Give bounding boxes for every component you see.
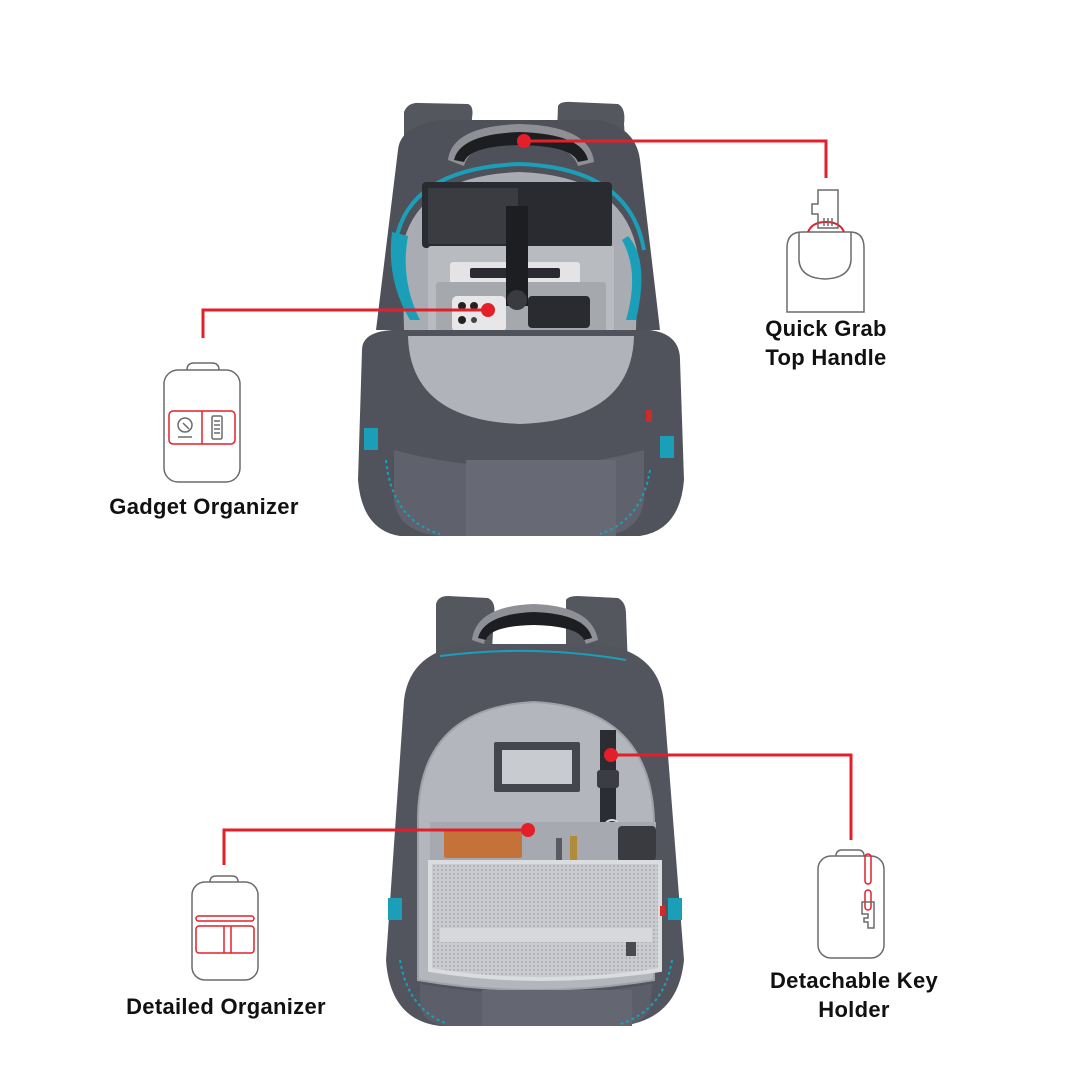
backpack-organizer-pockets-icon [191, 875, 259, 981]
feature-label-detachable-key-holder: Detachable Key Holder [734, 966, 974, 1024]
callout-dot-key-holder [604, 748, 618, 762]
callout-dot-top-handle [517, 134, 531, 148]
label-line: Holder [818, 997, 890, 1022]
label-line: Top Handle [765, 345, 887, 370]
feature-label-gadget-organizer: Gadget Organizer [64, 492, 344, 521]
callout-gadget-organizer [201, 303, 495, 338]
top-handle [448, 124, 594, 166]
backpack-key-holder-icon [817, 849, 885, 959]
feature-label-detailed-organizer: Detailed Organizer [76, 992, 376, 1021]
callout-dot-detailed-organizer [521, 823, 535, 837]
label-line: Gadget Organizer [109, 494, 299, 519]
label-line: Detailed Organizer [126, 994, 326, 1019]
label-line: Detachable Key [769, 968, 939, 993]
label-line: Quick Grab [765, 316, 887, 341]
callout-detailed-organizer [222, 823, 535, 865]
callout-top-handle [517, 134, 828, 178]
hand-gripping-handle-icon [786, 189, 865, 313]
feature-label-quick-grab-top-handle: Quick Grab Top Handle [726, 314, 926, 372]
backpack-gadget-pocket-icon [163, 362, 241, 483]
backpack-photo-top [358, 101, 684, 536]
backpack-photo-bottom [386, 596, 684, 1026]
callout-dot-gadget-organizer [481, 303, 495, 317]
callout-key-holder [604, 748, 853, 840]
